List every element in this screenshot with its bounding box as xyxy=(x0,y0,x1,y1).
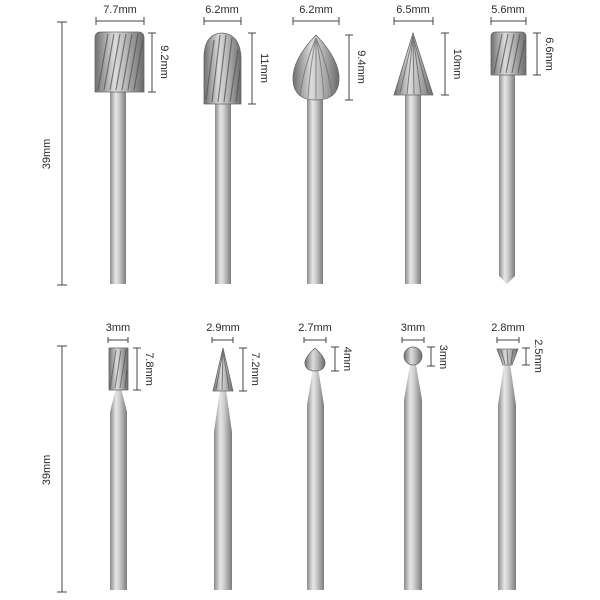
bit-8-dimensions: 2.7mm 4mm xyxy=(298,322,353,372)
bit-7-height-label: 7.2mm xyxy=(249,352,261,386)
bit-2-dimensions: 6.2mm 11mm xyxy=(203,4,270,105)
bit-7-width-label: 2.9mm xyxy=(206,322,240,334)
row-1-length-label: 39mm xyxy=(41,139,53,170)
bit-4-cone xyxy=(393,31,434,284)
bit-4-dimensions: 6.5mm 10mm xyxy=(393,4,463,96)
bit-2-flame xyxy=(203,32,242,284)
bit-1-height-label: 9.2mm xyxy=(158,45,170,79)
bit-10-height-label: 2.5mm xyxy=(532,339,544,373)
bit-7-cone-fine xyxy=(212,347,234,590)
bit-5-cylinder-small xyxy=(490,31,527,284)
bit-4-height-label: 10mm xyxy=(451,49,463,80)
bit-5-width-label: 5.6mm xyxy=(491,4,525,16)
bit-6-width-label: 3mm xyxy=(106,322,130,334)
bit-5-height-label: 6.6mm xyxy=(543,37,555,71)
bit-8-height-label: 4mm xyxy=(341,347,353,371)
bit-8-width-label: 2.7mm xyxy=(298,322,332,334)
bit-10-dimensions: 2.8mm 2.5mm xyxy=(491,322,544,373)
bit-1-width-label: 7.7mm xyxy=(103,4,137,16)
bit-7-dimensions: 2.9mm 7.2mm xyxy=(206,322,261,392)
bit-4-width-label: 6.5mm xyxy=(396,4,430,16)
bit-3-teardrop xyxy=(292,34,340,284)
row-1-length-dimension: 39mm xyxy=(41,21,67,286)
bit-6-height-label: 7.8mm xyxy=(143,352,155,386)
bit-9-width-label: 3mm xyxy=(401,322,425,334)
bit-6-cylinder-fine xyxy=(108,347,129,590)
bit-9-dimensions: 3mm 3mm xyxy=(401,322,449,369)
bit-2-height-label: 11mm xyxy=(258,53,270,83)
bit-9-height-label: 3mm xyxy=(437,345,449,369)
row-2-length-label: 39mm xyxy=(41,455,53,486)
bit-10-inverted-cone xyxy=(496,348,519,590)
bit-10-width-label: 2.8mm xyxy=(491,322,525,334)
bit-2-width-label: 6.2mm xyxy=(205,4,239,16)
bit-6-dimensions: 3mm 7.8mm xyxy=(106,322,155,391)
bit-9-ball xyxy=(403,346,423,590)
bit-3-dimensions: 6.2mm 9.4mm xyxy=(292,4,367,101)
row-2-length-dimension: 39mm xyxy=(41,345,67,593)
bit-1-cylinder xyxy=(94,31,145,284)
bit-8-teardrop-fine xyxy=(304,347,326,590)
bit-5-dimensions: 5.6mm 6.6mm xyxy=(490,4,555,76)
bit-1-dimensions: 7.7mm 9.2mm xyxy=(95,4,170,93)
bit-3-width-label: 6.2mm xyxy=(299,4,333,16)
bit-3-height-label: 9.4mm xyxy=(355,50,367,84)
